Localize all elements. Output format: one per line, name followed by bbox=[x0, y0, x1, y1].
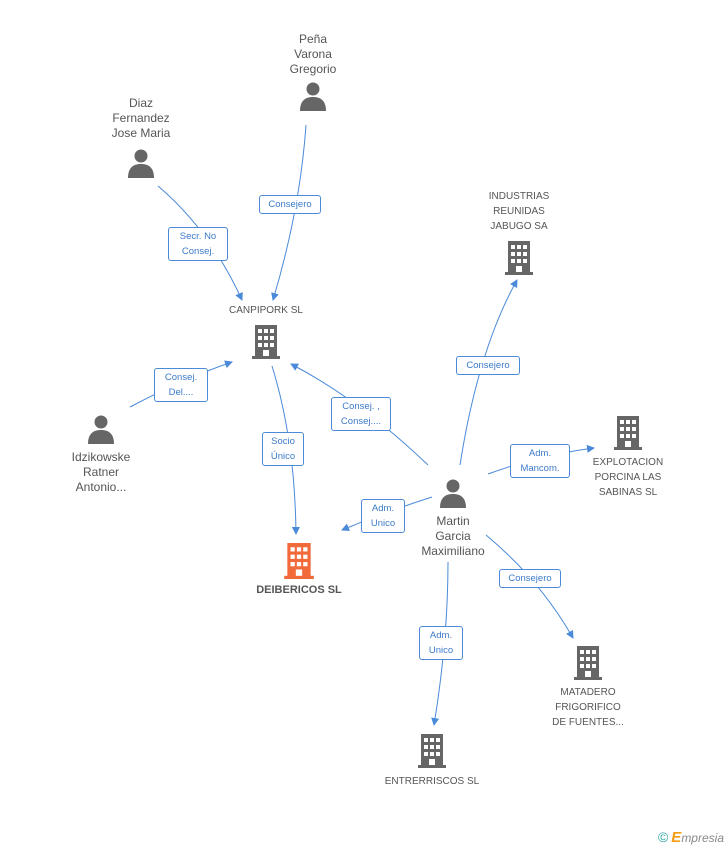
company-node-entrerriscos[interactable]: ENTRERRISCOS SL bbox=[376, 734, 488, 789]
person-node-diaz[interactable]: Diaz Fernandez Jose Maria bbox=[98, 96, 184, 178]
building-icon bbox=[252, 325, 280, 359]
company-node-canpipork[interactable]: CANPIPORK SL bbox=[216, 303, 316, 359]
building-icon bbox=[505, 241, 533, 275]
person-node-martin[interactable]: Martin Garcia Maximiliano bbox=[410, 478, 496, 559]
person-node-idzikowske[interactable]: Idzikowske Ratner Antonio... bbox=[58, 414, 144, 495]
node-label: MATADERO FRIGORIFICO DE FUENTES... bbox=[552, 687, 624, 728]
person-icon bbox=[88, 415, 114, 444]
building-icon bbox=[418, 734, 446, 768]
person-icon bbox=[300, 82, 326, 111]
building-icon bbox=[574, 646, 602, 680]
person-icon bbox=[440, 479, 466, 508]
edge-label-martin-matadero[interactable]: Consejero bbox=[499, 569, 561, 588]
brand-logo: Empresia bbox=[671, 829, 724, 846]
company-node-matadero[interactable]: MATADERO FRIGORIFICO DE FUENTES... bbox=[540, 646, 636, 730]
edge-label-diaz-canpipork[interactable]: Secr. No Consej. bbox=[168, 227, 228, 261]
company-node-explotacion[interactable]: EXPLOTACION PORCINA LAS SABINAS SL bbox=[580, 416, 676, 500]
node-label: CANPIPORK SL bbox=[229, 305, 303, 316]
brand-initial: E bbox=[671, 829, 682, 846]
node-label: Diaz Fernandez Jose Maria bbox=[111, 96, 171, 140]
edge-label-martin-canpipork[interactable]: Consej. , Consej.... bbox=[331, 397, 391, 431]
edge-label-pena-canpipork[interactable]: Consejero bbox=[259, 195, 321, 214]
edge-label-martin-industrias[interactable]: Consejero bbox=[456, 356, 520, 375]
company-node-deibericos[interactable]: DEIBERICOS SL bbox=[244, 543, 354, 598]
person-node-pena[interactable]: Peña Varona Gregorio bbox=[270, 32, 356, 111]
node-label: EXPLOTACION PORCINA LAS SABINAS SL bbox=[592, 457, 664, 498]
edge-label-idzikowske-canpipork[interactable]: Consej. Del.... bbox=[154, 368, 208, 402]
brand-rest: mpresia bbox=[681, 831, 724, 845]
company-node-industrias[interactable]: INDUSTRIAS REUNIDAS JABUGO SA bbox=[474, 189, 564, 275]
edge-label-martin-deibericos[interactable]: Adm. Unico bbox=[361, 499, 405, 533]
node-label: DEIBERICOS SL bbox=[256, 584, 342, 596]
node-label: INDUSTRIAS REUNIDAS JABUGO SA bbox=[488, 191, 550, 232]
person-icon bbox=[128, 149, 154, 178]
footer-brand: ©Empresia bbox=[658, 829, 724, 846]
building-icon bbox=[614, 416, 642, 450]
edge-label-canpipork-deibericos[interactable]: Socio Único bbox=[262, 432, 304, 466]
node-label: Peña Varona Gregorio bbox=[289, 32, 337, 76]
building-icon bbox=[284, 543, 314, 579]
edge-label-martin-explotacion[interactable]: Adm. Mancom. bbox=[510, 444, 570, 478]
node-label: Idzikowske Ratner Antonio... bbox=[71, 450, 131, 494]
copyright-icon: © bbox=[657, 829, 669, 845]
node-label: Martin Garcia Maximiliano bbox=[421, 514, 485, 558]
node-label: ENTRERRISCOS SL bbox=[384, 776, 480, 787]
edge-label-martin-entrerriscos[interactable]: Adm. Unico bbox=[419, 626, 463, 660]
